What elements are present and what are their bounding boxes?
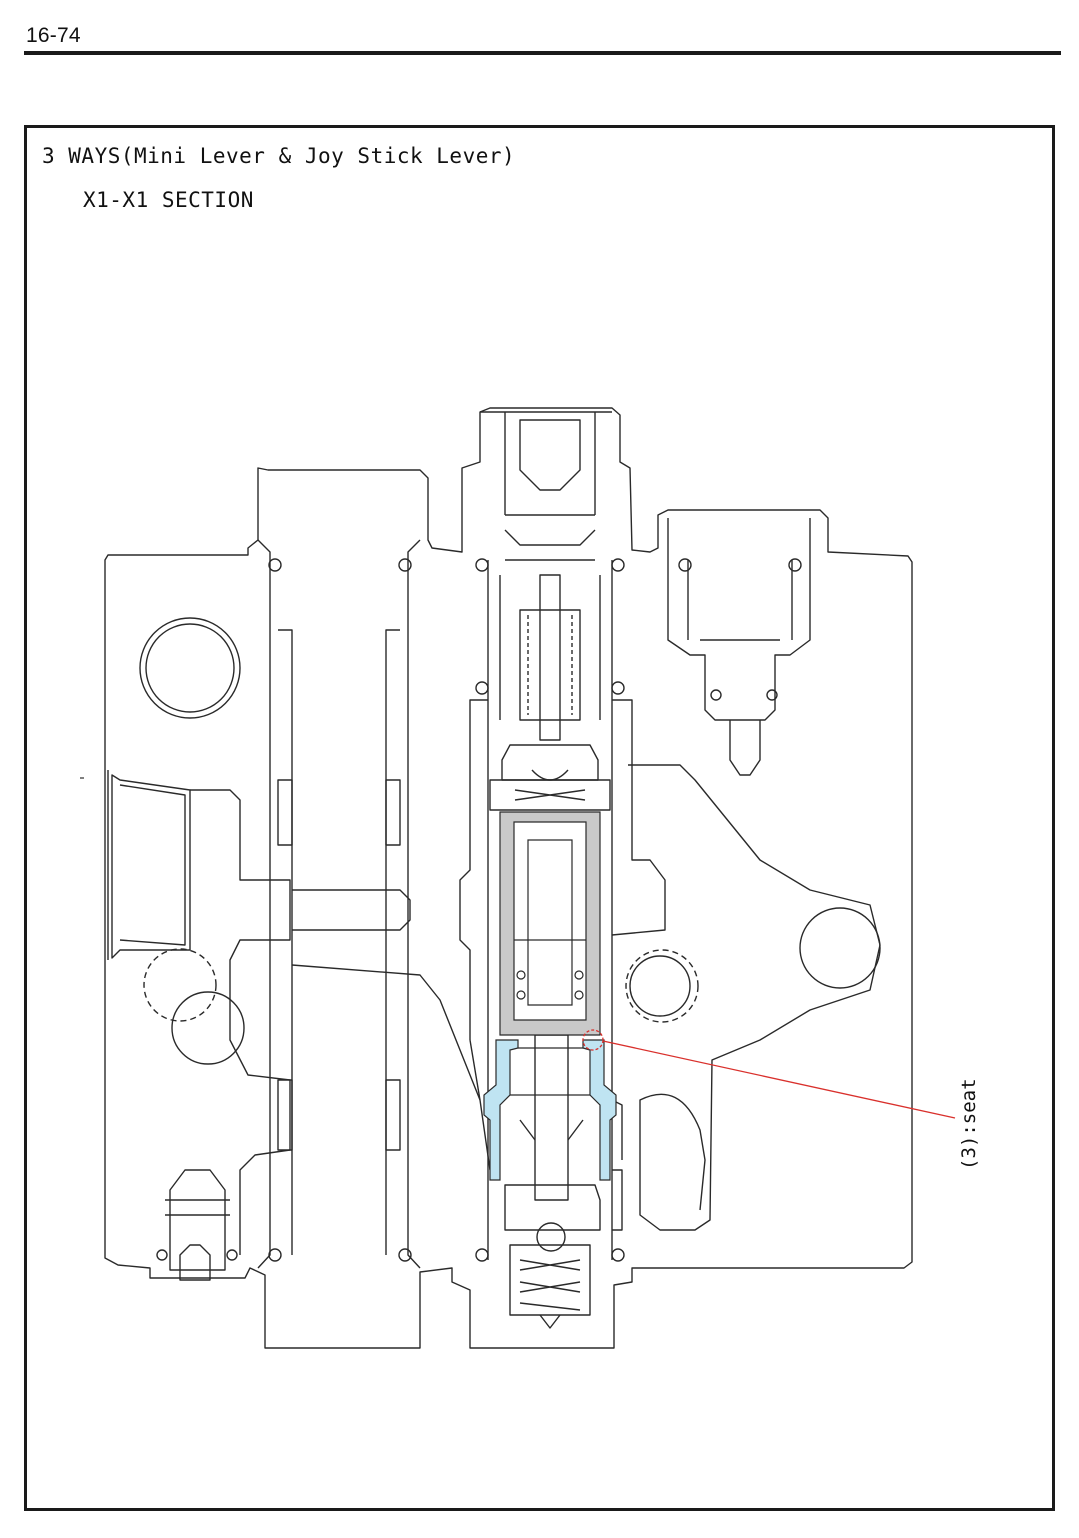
seat-callout-label: (3):seat	[958, 1078, 980, 1170]
left-dashed-circle	[143, 948, 217, 1022]
valve-body-outline	[104, 407, 913, 1349]
figure-subtitle: X1-X1 SECTION	[83, 188, 254, 212]
upper-check	[501, 744, 599, 781]
center-cap	[480, 411, 612, 516]
right-port-plug	[667, 518, 811, 721]
left-upper-port-circle	[139, 617, 241, 719]
center-right-passage	[611, 699, 666, 936]
lower-spool-stem	[534, 1034, 569, 1201]
upper-spring	[519, 609, 581, 721]
figure-title: 3 WAYS(Mini Lever & Joy Stick Lever)	[42, 144, 516, 168]
center-bore	[487, 560, 613, 1260]
left-bottom-plug	[165, 1169, 230, 1271]
right-dashed-circle	[625, 949, 699, 1023]
lower-check	[504, 1184, 601, 1231]
right-port-circle	[799, 907, 881, 989]
left-side-port	[107, 770, 191, 960]
right-body-passage	[628, 764, 881, 1231]
seat-callout-leader	[602, 1040, 956, 1119]
left-passage	[190, 789, 291, 1255]
seat-callout-circle	[582, 1029, 604, 1051]
seat-right-shaded	[582, 1039, 617, 1181]
page-number: 16-74	[26, 24, 81, 47]
figure-frame	[24, 125, 1055, 1511]
left-spool-bore	[278, 629, 400, 1255]
left-plug	[257, 539, 421, 1269]
header-rule	[24, 51, 1061, 55]
